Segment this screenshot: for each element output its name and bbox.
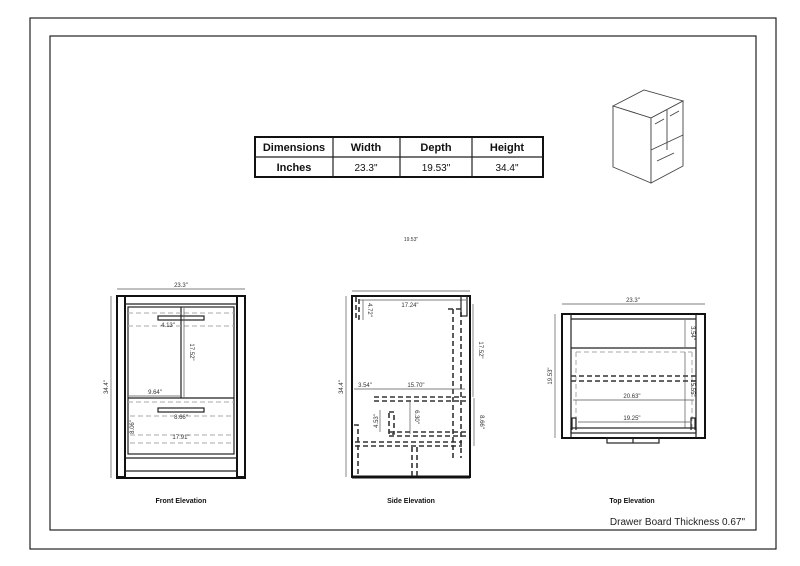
side-drawer-inner-dim: 6.30" (413, 410, 419, 424)
header-width: Width (351, 142, 382, 154)
front-height-dim: 34.4" (104, 380, 110, 394)
side-door-height-dim: 17.52" (477, 341, 483, 358)
value-height: 34.4" (495, 163, 518, 174)
inner-border (49, 35, 757, 531)
side-drawer-height-dim: 8.66" (478, 415, 484, 429)
top-drawer-width-dim: 19.25" (623, 416, 640, 422)
top-elevation: 23.3" 19.53" 3.54" 15.55" 20.63" 19.25" … (548, 298, 706, 505)
top-depth-dim: 19.53" (548, 367, 554, 384)
front-elevation: 23.3" 34.4" 4.13" 17.52" 9.64" 8.66" 8.0… (104, 283, 246, 505)
side-offset-dim: 3.54" (358, 383, 372, 389)
front-width-dim: 23.3" (174, 283, 188, 289)
handle-dim: 4.13" (161, 323, 175, 329)
drawer-height-dim: 8.06" (130, 420, 136, 434)
side-height-dim: 34.4" (339, 380, 345, 394)
header-dimensions: Dimensions (263, 142, 325, 154)
drawer-width-dim: 17.91" (172, 435, 189, 441)
side-drawer-depth-dim: 15.70" (407, 383, 424, 389)
top-back-dim: 3.54" (689, 326, 695, 340)
drawer-handle (157, 407, 205, 413)
door-handles (157, 315, 205, 321)
top-elevation-caption: Top Elevation (609, 498, 654, 505)
top-inner-width-dim: 20.63" (623, 394, 640, 400)
floating-depth-label: 19.53" (404, 237, 419, 243)
side-top-gap-dim: 4.72" (366, 303, 372, 317)
side-elevation: 34.4" 17.24" 4.72" 17.52" 3.54" 15.70" 4… (339, 290, 484, 505)
value-depth: 19.53" (422, 163, 451, 174)
top-drawer-depth-dim: 15.55" (689, 379, 695, 396)
door-height-dim: 17.52" (188, 343, 194, 360)
row-label: Inches (277, 162, 312, 174)
header-depth: Depth (420, 142, 451, 154)
value-width: 23.3" (354, 163, 377, 174)
side-drawer-side-dim: 4.53" (374, 414, 380, 428)
drawer-handle-dim: 8.66" (174, 415, 188, 421)
door-width-dim: 9.64" (148, 390, 162, 396)
side-elevation-caption: Side Elevation (387, 498, 435, 505)
isometric-cabinet-image (611, 89, 685, 184)
dimensions-table: Dimensions Width Depth Height Inches 23.… (254, 136, 544, 178)
front-elevation-caption: Front Elevation (156, 498, 207, 505)
outer-border (29, 17, 777, 550)
header-height: Height (490, 142, 525, 154)
side-inner-depth-dim: 17.24" (401, 303, 418, 309)
drawer-board-note: Drawer Board Thickness 0.67" (610, 517, 746, 528)
top-width-dim: 23.3" (626, 298, 640, 304)
